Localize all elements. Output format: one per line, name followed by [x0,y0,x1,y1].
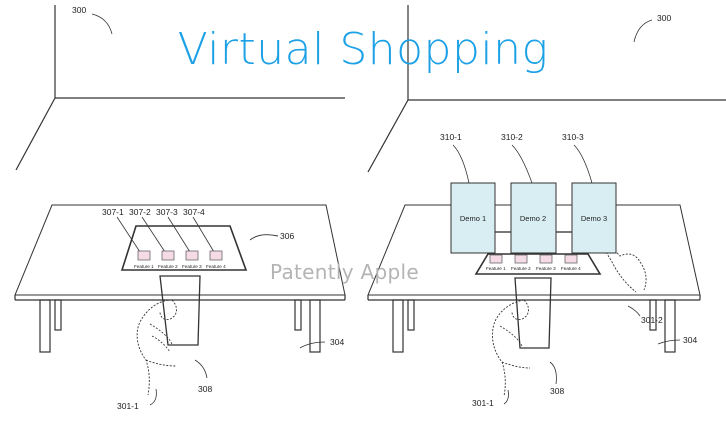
right-feature-3-label: Feature 3 [536,266,556,271]
tray-ref: 306 [280,231,294,241]
left-table [14,204,346,353]
right-room-floor-line [367,99,409,173]
demo-ref-2: 310-2 [501,132,523,142]
left-phone-ref: 308 [198,384,212,394]
feature-ref-4: 307-4 [183,207,205,217]
left-room-ref: 300 [72,5,86,15]
left-hand-sketch [136,299,177,396]
right-hand-sketch [491,299,531,397]
right-phone [514,277,552,349]
right-feature-1-label: Feature 1 [486,266,506,271]
right-feature-4-label: Feature 4 [561,266,581,271]
right-feature-buttons [489,254,578,264]
feature-ref-3: 307-3 [156,207,178,217]
left-feature-2-icon [161,250,175,261]
left-feature-4-icon [209,250,223,261]
left-feature-4-label: Feature 4 [206,264,226,269]
right-table-ref: 304 [683,335,697,345]
right-feature-2-label: Feature 2 [511,266,531,271]
pointing-hand-ref: 301-2 [641,315,663,325]
left-feature-3-icon [185,250,199,261]
feature-ref-1: 307-1 [102,207,124,217]
feature-ref-2: 307-2 [129,207,151,217]
left-feature-1-icon [137,250,151,261]
watermark-text: Patently Apple [270,260,419,284]
left-feature-buttons [137,250,223,261]
right-feature-4-icon [564,254,578,264]
page-title: Virtual Shopping [177,24,549,75]
demo-1-panel [450,182,496,254]
demo-3-panel [571,182,617,254]
right-room-ref: 300 [657,13,671,23]
left-table-ref: 304 [330,337,344,347]
right-feature-3-icon [539,254,553,264]
demo-3-label: Demo 3 [581,214,607,223]
right-feature-tray [474,253,602,275]
demo-ref-1: 310-1 [440,132,462,142]
right-feature-2-icon [514,254,528,264]
right-feature-1-icon [489,254,503,264]
left-feature-3-label: Feature 3 [182,264,202,269]
demo-2-panel [510,182,557,254]
demo-ref-3: 310-3 [562,132,584,142]
demo-panels [450,182,617,254]
right-hand-ref: 301-1 [472,398,494,408]
demo-2-label: Demo 2 [520,214,546,223]
left-feature-2-label: Feature 2 [158,264,178,269]
left-room-floor-line [15,97,56,171]
left-feature-1-label: Feature 1 [134,264,154,269]
demo-1-label: Demo 1 [460,214,486,223]
right-phone-ref: 308 [550,386,564,396]
left-phone [159,275,201,346]
left-hand-ref: 301-1 [117,401,139,411]
